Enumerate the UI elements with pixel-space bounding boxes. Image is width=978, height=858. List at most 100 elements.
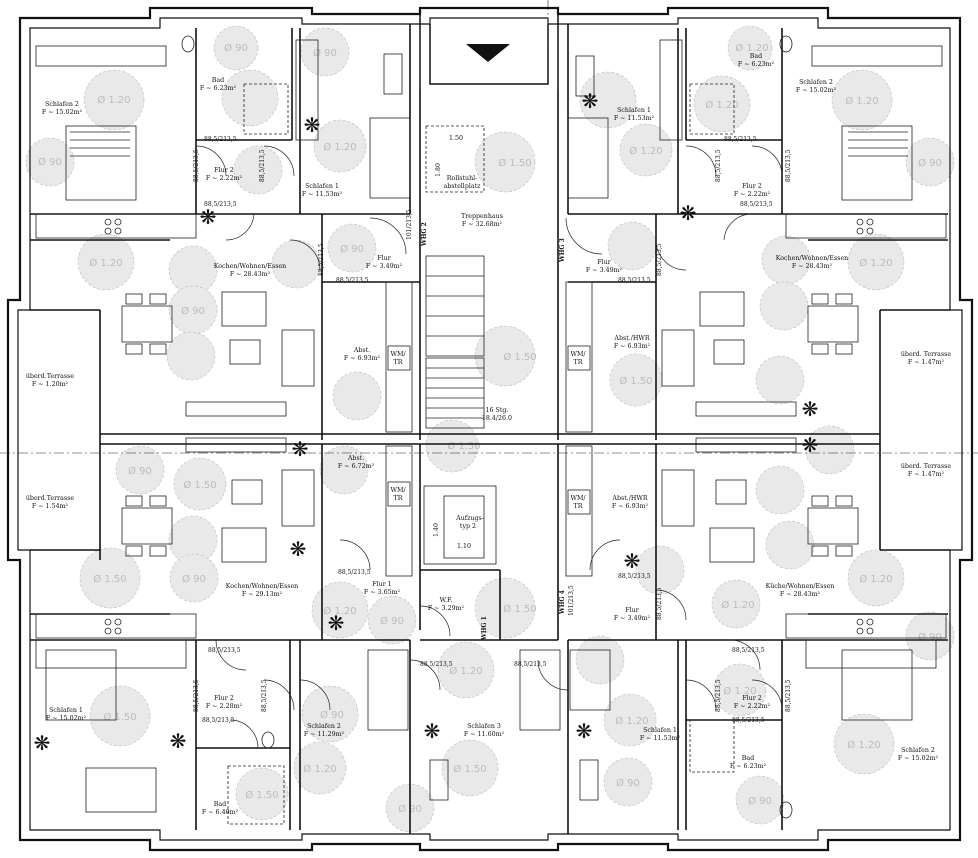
room-area: F ~ 1.47m² bbox=[908, 471, 945, 478]
room-area: F ~ 11.60m² bbox=[464, 731, 505, 738]
unit-tags: WHG 2 WHG 3 WHG 1 WHG 4 bbox=[421, 222, 566, 641]
room-name: Flur bbox=[597, 259, 611, 266]
room-area: F ~ 6.23m² bbox=[200, 85, 237, 92]
elevator-width: 1.10 bbox=[457, 543, 471, 550]
door-swings bbox=[195, 145, 783, 749]
turning-circle bbox=[765, 520, 815, 570]
elevator-label: Aufzugs- bbox=[455, 515, 484, 522]
circle-label: Ø 1.20 bbox=[615, 715, 648, 727]
elevator: Aufzugs- typ 2 1.10 1.40 bbox=[423, 485, 497, 565]
room-area: F ~ 3.49m² bbox=[614, 615, 651, 622]
circle-label: Ø 1.20 bbox=[859, 573, 892, 585]
turning-circle bbox=[441, 739, 499, 797]
turning-circle bbox=[327, 223, 377, 273]
circle-label: Ø 1.50 bbox=[447, 440, 480, 452]
circle-label: Ø 1.20 bbox=[735, 42, 768, 54]
circle-label: Ø 90 bbox=[340, 243, 364, 255]
turning-circle bbox=[847, 549, 905, 607]
circle-label: Ø 90 bbox=[918, 157, 942, 169]
bathroom-fixtures bbox=[181, 35, 793, 825]
svg-text:TR: TR bbox=[574, 359, 583, 366]
plant-icon: ❋ bbox=[802, 433, 819, 457]
svg-text:88,5/213,5: 88,5/213,5 bbox=[618, 573, 651, 580]
circle-label: Ø 1.50 bbox=[503, 603, 536, 615]
circle-label: Ø 1.20 bbox=[721, 599, 754, 611]
room-area: F ~ 11.53m² bbox=[302, 191, 343, 198]
turning-circle bbox=[25, 137, 75, 187]
circle-label: Ø 1.50 bbox=[453, 763, 486, 775]
room-area: F ~ 15.02m² bbox=[796, 87, 837, 94]
room-area: F ~ 6.93m² bbox=[612, 503, 649, 510]
room-area: F ~ 2.28m² bbox=[206, 703, 243, 710]
room-area: F ~ 2.22m² bbox=[734, 703, 771, 710]
plant-icon: ❋ bbox=[290, 537, 307, 561]
room-area: F ~ 6.40m² bbox=[202, 809, 239, 816]
exterior-walls bbox=[6, 6, 974, 852]
svg-text:88,5/213,5: 88,5/213,5 bbox=[514, 661, 547, 668]
circle-label: Ø 90 bbox=[38, 156, 62, 168]
svg-text:88,5/213,5: 88,5/213,5 bbox=[715, 149, 722, 182]
turning-circle bbox=[83, 69, 145, 131]
turning-circle bbox=[293, 741, 347, 795]
staircase bbox=[425, 125, 485, 429]
room-name: Abst. bbox=[353, 347, 370, 354]
room-name: Schlafen 2 bbox=[45, 101, 79, 108]
room-area: F ~ 15.02m² bbox=[42, 109, 83, 116]
room-area: F ~ 32.68m² bbox=[462, 221, 503, 228]
room-area: F ~ 28.43m² bbox=[230, 271, 271, 278]
svg-text:88,5/213,5: 88,5/213,5 bbox=[338, 569, 371, 576]
room-name: Treppenhaus bbox=[461, 213, 503, 220]
circle-label: Ø 1.50 bbox=[93, 573, 126, 585]
svg-text:88,5/213,5: 88,5/213,5 bbox=[193, 149, 200, 182]
room-area: F ~ 15.02m² bbox=[898, 755, 939, 762]
room-name: Abst. bbox=[347, 455, 364, 462]
room-name: Schlafen 1 bbox=[617, 107, 651, 114]
circle-label: Ø 90 bbox=[224, 42, 248, 54]
svg-text:WHG 3: WHG 3 bbox=[559, 238, 566, 263]
room-name: Flur 2 bbox=[742, 695, 761, 702]
turning-circle bbox=[693, 75, 751, 133]
room-area: F ~ 11.53m² bbox=[640, 735, 681, 742]
room-name: Flur 2 bbox=[742, 183, 761, 190]
room-name: Schlafen 1 bbox=[305, 183, 339, 190]
turning-circle bbox=[221, 69, 279, 127]
room-area: F ~ 1.20m² bbox=[32, 381, 69, 388]
turning-circle bbox=[89, 685, 151, 747]
svg-text:88,5/213,5: 88,5/213,5 bbox=[724, 136, 757, 143]
room-area: F ~ 1.54m² bbox=[32, 503, 69, 510]
circle-label: Ø 1.50 bbox=[103, 711, 136, 723]
room-area: F ~ 6.93m² bbox=[614, 343, 651, 350]
plant-icon: ❋ bbox=[424, 719, 441, 743]
plant-icon: ❋ bbox=[624, 549, 641, 573]
circle-label: Ø 90 bbox=[748, 795, 772, 807]
svg-text:WHG 2: WHG 2 bbox=[421, 222, 428, 247]
turning-circle bbox=[474, 131, 536, 193]
svg-text:WM/: WM/ bbox=[390, 351, 406, 358]
svg-text:101/213,5: 101/213,5 bbox=[406, 209, 413, 240]
svg-text:88,5/213,5: 88,5/213,5 bbox=[740, 201, 773, 208]
turning-circle bbox=[713, 663, 767, 717]
circle-label: Ø 90 bbox=[918, 631, 942, 643]
svg-text:88,5/213,5: 88,5/213,5 bbox=[785, 679, 792, 712]
room-name: Schlafen 2 bbox=[307, 723, 341, 730]
turning-circle bbox=[833, 713, 895, 775]
circle-label: Ø 1.50 bbox=[245, 789, 278, 801]
svg-text:88,5/213,5: 88,5/213,5 bbox=[732, 647, 765, 654]
turning-circle bbox=[79, 547, 141, 609]
turning-circle bbox=[711, 579, 761, 629]
turning-circle bbox=[77, 233, 135, 291]
turning-circle bbox=[115, 445, 165, 495]
circle-label: Ø 1.20 bbox=[705, 99, 738, 111]
circle-label: Ø 1.50 bbox=[183, 479, 216, 491]
room-area: F ~ 28.43m² bbox=[780, 591, 821, 598]
plant-icon: ❋ bbox=[200, 205, 217, 229]
plant-icon: ❋ bbox=[170, 729, 187, 753]
svg-text:88,5/213,5: 88,5/213,5 bbox=[318, 243, 325, 276]
turning-circle bbox=[619, 123, 673, 177]
turning-circles: Ø 1.20 Ø 90 Ø 90 Ø 1.20 Ø 90 Ø 90 Ø 1.20… bbox=[25, 25, 955, 833]
rollstuhl-width: 1.50 bbox=[449, 135, 463, 142]
plant-icon: ❋ bbox=[34, 731, 51, 755]
svg-text:88,5/213,5: 88,5/213,5 bbox=[656, 243, 663, 276]
stair-ratio: 18.4/26.0 bbox=[482, 415, 512, 422]
